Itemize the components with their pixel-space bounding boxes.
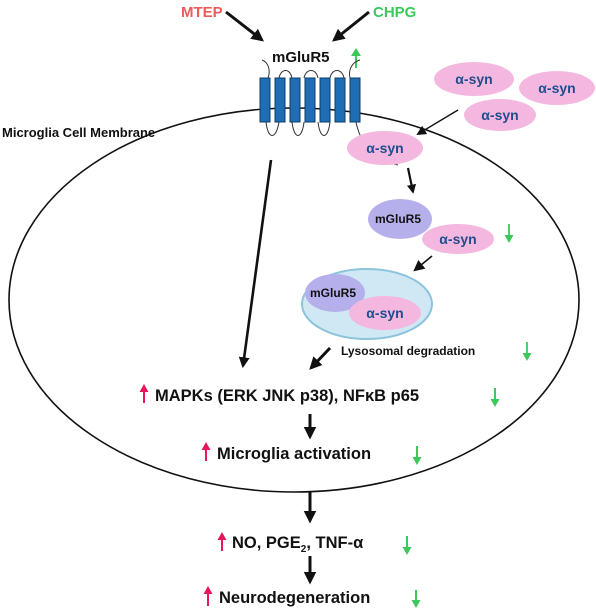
svg-text:α-syn: α-syn — [439, 231, 476, 247]
red-up-arrow-icon — [201, 442, 211, 461]
receptor-label: mGluR5 — [272, 49, 330, 66]
mglur5-receptor — [259, 59, 399, 166]
svg-text:α-syn: α-syn — [366, 140, 403, 156]
alpha-syn-extracellular-2: α-syn — [519, 71, 595, 105]
red-up-arrow-icon — [203, 586, 213, 606]
svg-text:mGluR5: mGluR5 — [375, 212, 421, 226]
entry-arrow — [416, 109, 459, 136]
svg-text:α-syn: α-syn — [366, 305, 403, 321]
red-up-arrow-icon — [217, 532, 227, 551]
mtep-arrow — [225, 10, 264, 42]
svg-text:α-syn: α-syn — [481, 107, 518, 123]
alpha-syn-membrane: α-syn — [347, 131, 423, 165]
green-down-arrow-icon — [412, 446, 422, 465]
internalization-arrow — [406, 167, 417, 194]
membrane-label: Microglia Cell Membrane — [2, 125, 155, 140]
svg-text:α-syn: α-syn — [455, 71, 492, 87]
mediators-label: NO, PGE2, TNF-α — [232, 534, 363, 555]
green-down-arrow-icon — [504, 224, 514, 243]
chpg-arrow — [332, 10, 370, 42]
green-down-arrow-icon — [402, 536, 412, 555]
signaling-label: MAPKs (ERK JNK p38), NFκB p65 — [155, 387, 419, 405]
cell-membrane — [8, 107, 580, 493]
green-down-arrow-icon — [522, 342, 532, 361]
green-down-arrow-icon — [411, 590, 421, 608]
svg-text:α-syn: α-syn — [538, 80, 575, 96]
mtep-label: MTEP — [181, 4, 223, 21]
lysosomal-degradation-label: Lysosomal degradation — [341, 344, 475, 358]
red-up-arrow-icon — [139, 384, 149, 403]
chpg-label: CHPG — [373, 4, 416, 21]
activation-label: Microglia activation — [217, 445, 371, 463]
receptor-to-mapk-arrow — [238, 159, 273, 369]
alpha-syn-extracellular-3: α-syn — [464, 99, 536, 131]
lysosome-to-mapk-arrow — [309, 346, 332, 370]
green-down-arrow-icon — [490, 388, 500, 407]
mglur5-alpha-syn-complex: mGluR5 α-syn — [368, 199, 494, 254]
lysosome-arrow — [413, 255, 433, 272]
svg-text:mGluR5: mGluR5 — [310, 286, 356, 300]
lysosome: mGluR5 α-syn — [301, 268, 433, 340]
green-up-arrow-icon — [351, 48, 361, 68]
outcome-label: Neurodegeneration — [219, 589, 370, 607]
alpha-syn-extracellular-1: α-syn — [434, 62, 514, 96]
